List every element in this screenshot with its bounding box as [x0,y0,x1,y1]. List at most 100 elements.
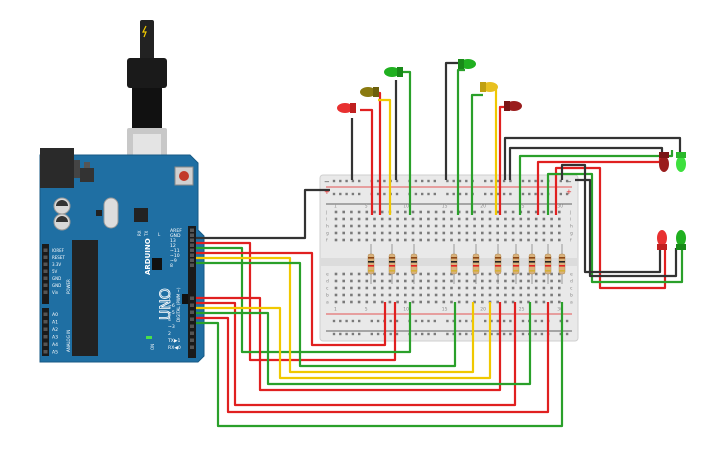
rail-hole[interactable] [540,319,544,323]
breadboard-hole[interactable] [496,238,499,242]
breadboard-hole[interactable] [457,293,461,297]
breadboard-hole[interactable] [511,210,515,214]
breadboard-hole[interactable] [558,272,561,276]
breadboard-hole[interactable] [396,300,399,304]
breadboard-hole[interactable] [527,224,530,228]
resistor[interactable] [528,244,536,284]
wire-led5-green[interactable] [470,93,483,215]
rail-hole[interactable] [458,319,462,323]
breadboard-hole[interactable] [334,300,338,304]
breadboard-hole[interactable] [465,210,469,214]
breadboard-hole[interactable] [442,231,446,235]
rail-hole[interactable] [421,319,424,323]
breadboard-hole[interactable] [350,272,353,276]
breadboard-hole[interactable] [542,272,546,276]
header-pin[interactable] [190,248,194,253]
rail-hole[interactable] [528,192,531,196]
breadboard-hole[interactable] [542,224,546,228]
breadboard-hole[interactable] [380,217,384,221]
breadboard-hole[interactable] [527,238,530,242]
header-pin[interactable] [190,317,194,322]
breadboard-hole[interactable] [504,224,507,228]
rail-hole[interactable] [345,332,348,336]
breadboard-hole[interactable] [419,272,422,276]
breadboard-hole[interactable] [504,231,507,235]
breadboard-hole[interactable] [550,272,553,276]
breadboard-hole[interactable] [496,231,499,235]
breadboard-hole[interactable] [373,279,376,283]
breadboard-hole[interactable] [404,224,407,228]
breadboard-hole[interactable] [380,293,384,297]
wire-pin10-yellow[interactable] [196,256,475,374]
rail-hole[interactable] [370,332,373,336]
breadboard-hole[interactable] [342,231,345,235]
breadboard-hole[interactable] [411,238,415,242]
breadboard-hole[interactable] [450,231,453,235]
breadboard-hole[interactable] [357,210,361,214]
header-pin[interactable] [190,310,194,315]
breadboard-hole[interactable] [388,286,392,290]
rail-hole[interactable] [559,332,562,336]
rail-hole[interactable] [339,192,342,196]
breadboard-hole[interactable] [519,293,523,297]
rail-hole[interactable] [332,332,336,336]
led-yellow[interactable] [480,82,498,92]
breadboard-hole[interactable] [380,279,384,283]
breadboard-hole[interactable] [550,231,553,235]
rail-hole[interactable] [446,192,449,196]
breadboard-hole[interactable] [342,293,345,297]
breadboard-hole[interactable] [434,224,438,228]
breadboard-hole[interactable] [442,217,446,221]
breadboard-hole[interactable] [365,300,369,304]
breadboard-hole[interactable] [488,210,492,214]
breadboard-hole[interactable] [488,293,492,297]
led-bright-green[interactable] [676,152,686,172]
rail-hole[interactable] [521,319,525,323]
breadboard-hole[interactable] [465,224,469,228]
breadboard-hole[interactable] [388,293,392,297]
wire-right-black-2[interactable] [503,136,682,180]
breadboard-hole[interactable] [519,279,523,283]
rail-hole[interactable] [376,179,380,183]
breadboard-hole[interactable] [334,272,338,276]
breadboard-hole[interactable] [442,210,446,214]
breadboard-hole[interactable] [365,293,369,297]
breadboard-hole[interactable] [504,279,507,283]
resistor[interactable] [410,244,418,284]
breadboard-hole[interactable] [450,279,453,283]
breadboard-hole[interactable] [465,286,469,290]
rail-hole[interactable] [433,192,436,196]
breadboard-hole[interactable] [434,279,438,283]
breadboard-hole[interactable] [481,238,484,242]
breadboard-hole[interactable] [365,279,369,283]
led-green-1[interactable] [384,67,403,77]
breadboard-hole[interactable] [488,224,492,228]
header-pin[interactable] [43,335,48,339]
breadboard-hole[interactable] [450,300,453,304]
breadboard-hole[interactable] [373,286,376,290]
breadboard-hole[interactable] [373,238,376,242]
rail-hole[interactable] [559,179,562,183]
rail-hole[interactable] [521,192,525,196]
resistor[interactable] [544,244,552,284]
breadboard-hole[interactable] [473,210,476,214]
breadboard-hole[interactable] [534,238,538,242]
header-pin[interactable] [43,255,48,260]
header-pin[interactable] [43,276,48,281]
breadboard-hole[interactable] [419,238,422,242]
breadboard-hole[interactable] [334,210,338,214]
breadboard-hole[interactable] [542,293,546,297]
breadboard-hole[interactable] [357,286,361,290]
rail-hole[interactable] [534,192,537,196]
breadboard-hole[interactable] [388,217,392,221]
breadboard-hole[interactable] [527,210,530,214]
rail-hole[interactable] [383,192,386,196]
breadboard-hole[interactable] [519,238,523,242]
breadboard-hole[interactable] [388,279,392,283]
breadboard-hole[interactable] [488,279,492,283]
breadboard-hole[interactable] [534,300,538,304]
rail-hole[interactable] [496,319,499,323]
rail-hole[interactable] [509,332,512,336]
breadboard-hole[interactable] [558,238,561,242]
led-green-2[interactable] [458,59,476,69]
